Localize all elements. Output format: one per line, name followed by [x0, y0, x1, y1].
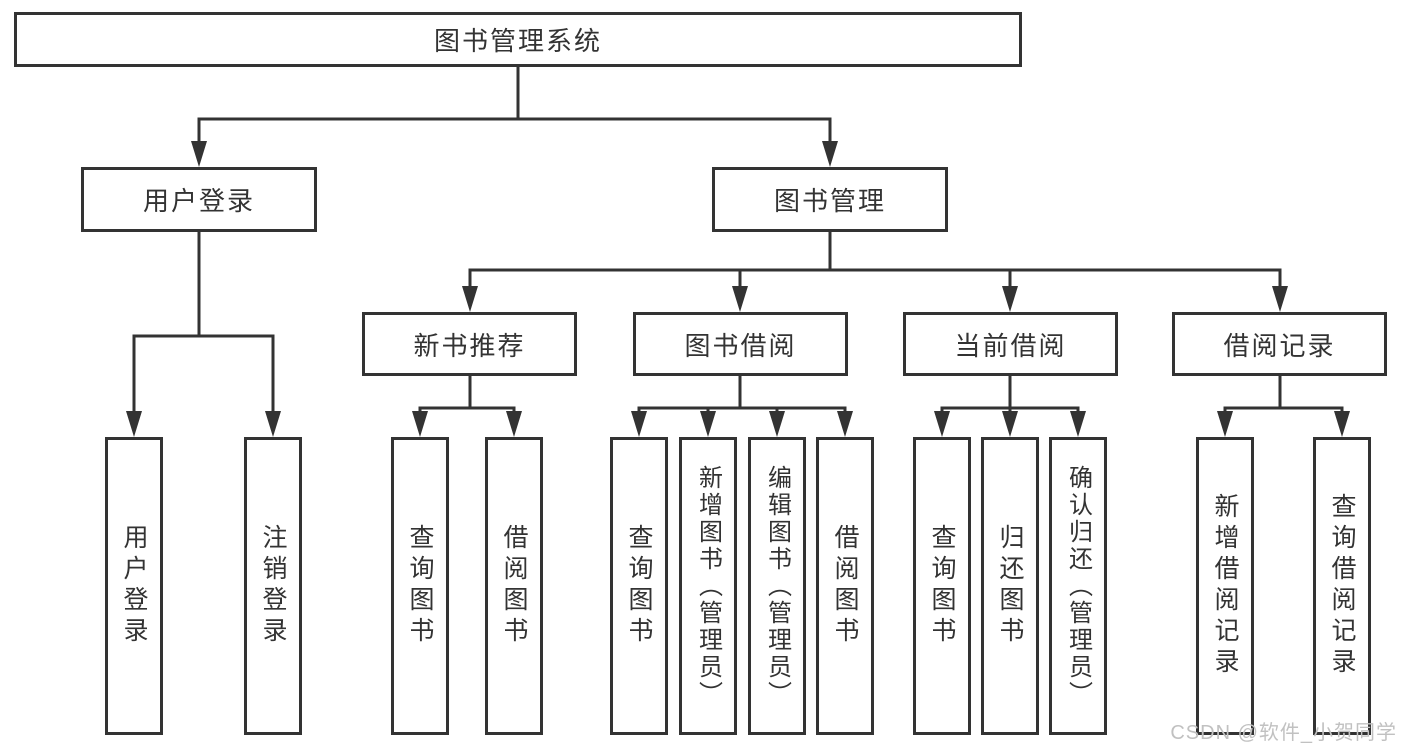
- leaf-add-book-admin: 新增图书（管理员）: [679, 437, 737, 735]
- leaf-logout: 注销登录: [244, 437, 302, 735]
- node-label: 图书管理: [773, 186, 886, 216]
- node-label: 确认归还（管理员）: [1064, 464, 1092, 708]
- watermark: CSDN @软件_小贺同学: [1170, 722, 1397, 744]
- node-label: 查询图书: [928, 524, 956, 648]
- node-label: 当前借阅: [954, 330, 1067, 361]
- leaf-confirm-return-admin: 确认归还（管理员）: [1049, 437, 1107, 735]
- leaf-add-borrow-record: 新增借阅记录: [1196, 437, 1254, 735]
- node-label: 用户登录: [142, 186, 255, 216]
- leaf-recommend-borrow-books: 借阅图书: [485, 437, 543, 735]
- node-label: 注销登录: [259, 524, 287, 648]
- node-book-borrow: 图书借阅: [633, 312, 848, 376]
- leaf-user-login: 用户登录: [105, 437, 163, 735]
- node-label: 新增借阅记录: [1211, 493, 1239, 679]
- leaf-return-books: 归还图书: [981, 437, 1039, 735]
- node-label: 图书管理系统: [433, 26, 602, 56]
- leaf-current-query-books: 查询图书: [913, 437, 971, 735]
- node-label: 新增图书（管理员）: [694, 464, 722, 708]
- node-user-login: 用户登录: [81, 167, 317, 232]
- node-label: 查询图书: [625, 524, 653, 648]
- leaf-edit-book-admin: 编辑图书（管理员）: [748, 437, 806, 735]
- node-label: 新书推荐: [413, 330, 526, 361]
- node-label: 借阅图书: [500, 524, 528, 648]
- node-label: 归还图书: [996, 524, 1024, 648]
- leaf-query-borrow-record: 查询借阅记录: [1313, 437, 1371, 735]
- node-new-book-recommend: 新书推荐: [362, 312, 577, 376]
- node-label: 用户登录: [120, 524, 148, 648]
- node-label: 编辑图书（管理员）: [763, 464, 791, 708]
- leaf-recommend-query-books: 查询图书: [391, 437, 449, 735]
- node-library-management-system: 图书管理系统: [14, 12, 1022, 67]
- leaf-borrow-query-books: 查询图书: [610, 437, 668, 735]
- node-label: 查询图书: [406, 524, 434, 648]
- node-current-borrow: 当前借阅: [903, 312, 1118, 376]
- leaf-borrow-books: 借阅图书: [816, 437, 874, 735]
- node-borrow-records: 借阅记录: [1172, 312, 1387, 376]
- node-label: 图书借阅: [684, 330, 797, 361]
- node-label: 借阅记录: [1223, 330, 1336, 361]
- arrowhead-icons: [126, 141, 1350, 437]
- node-label: 借阅图书: [831, 524, 859, 648]
- node-label: 查询借阅记录: [1328, 493, 1356, 679]
- node-book-management: 图书管理: [712, 167, 948, 232]
